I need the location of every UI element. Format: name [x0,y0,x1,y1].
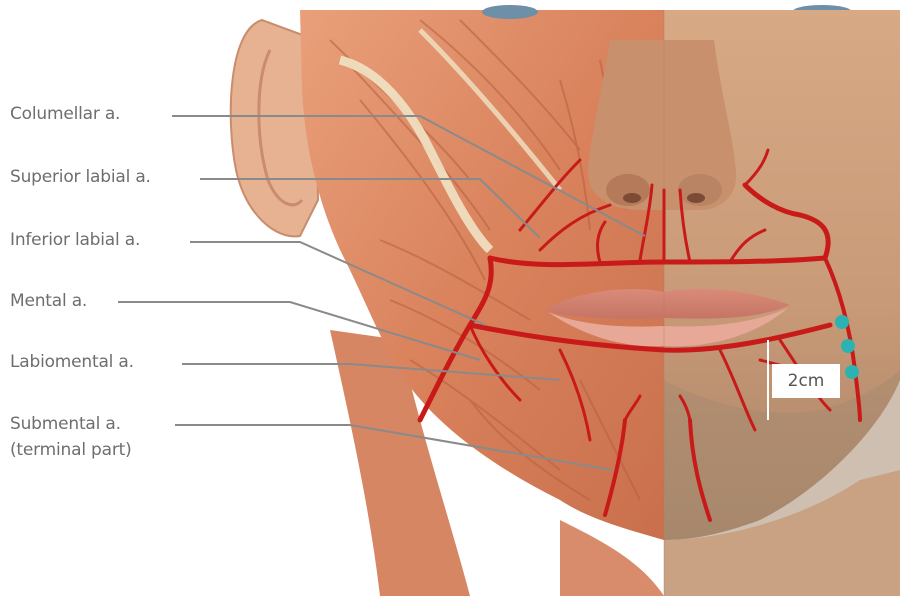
landmark-marker-middle [841,339,855,353]
label-columellar-artery: Columellar a. [10,104,120,125]
measurement-label: 2cm [772,364,840,398]
label-submental-terminal-part: (terminal part) [10,440,132,461]
label-superior-labial-artery: Superior labial a. [10,167,151,188]
label-inferior-labial-artery: Inferior labial a. [10,230,140,251]
label-submental-artery: Submental a. [10,414,121,435]
label-mental-artery: Mental a. [10,291,87,312]
landmark-marker-top [835,315,849,329]
landmark-marker-bottom [845,365,859,379]
label-labiomental-artery: Labiomental a. [10,352,134,373]
